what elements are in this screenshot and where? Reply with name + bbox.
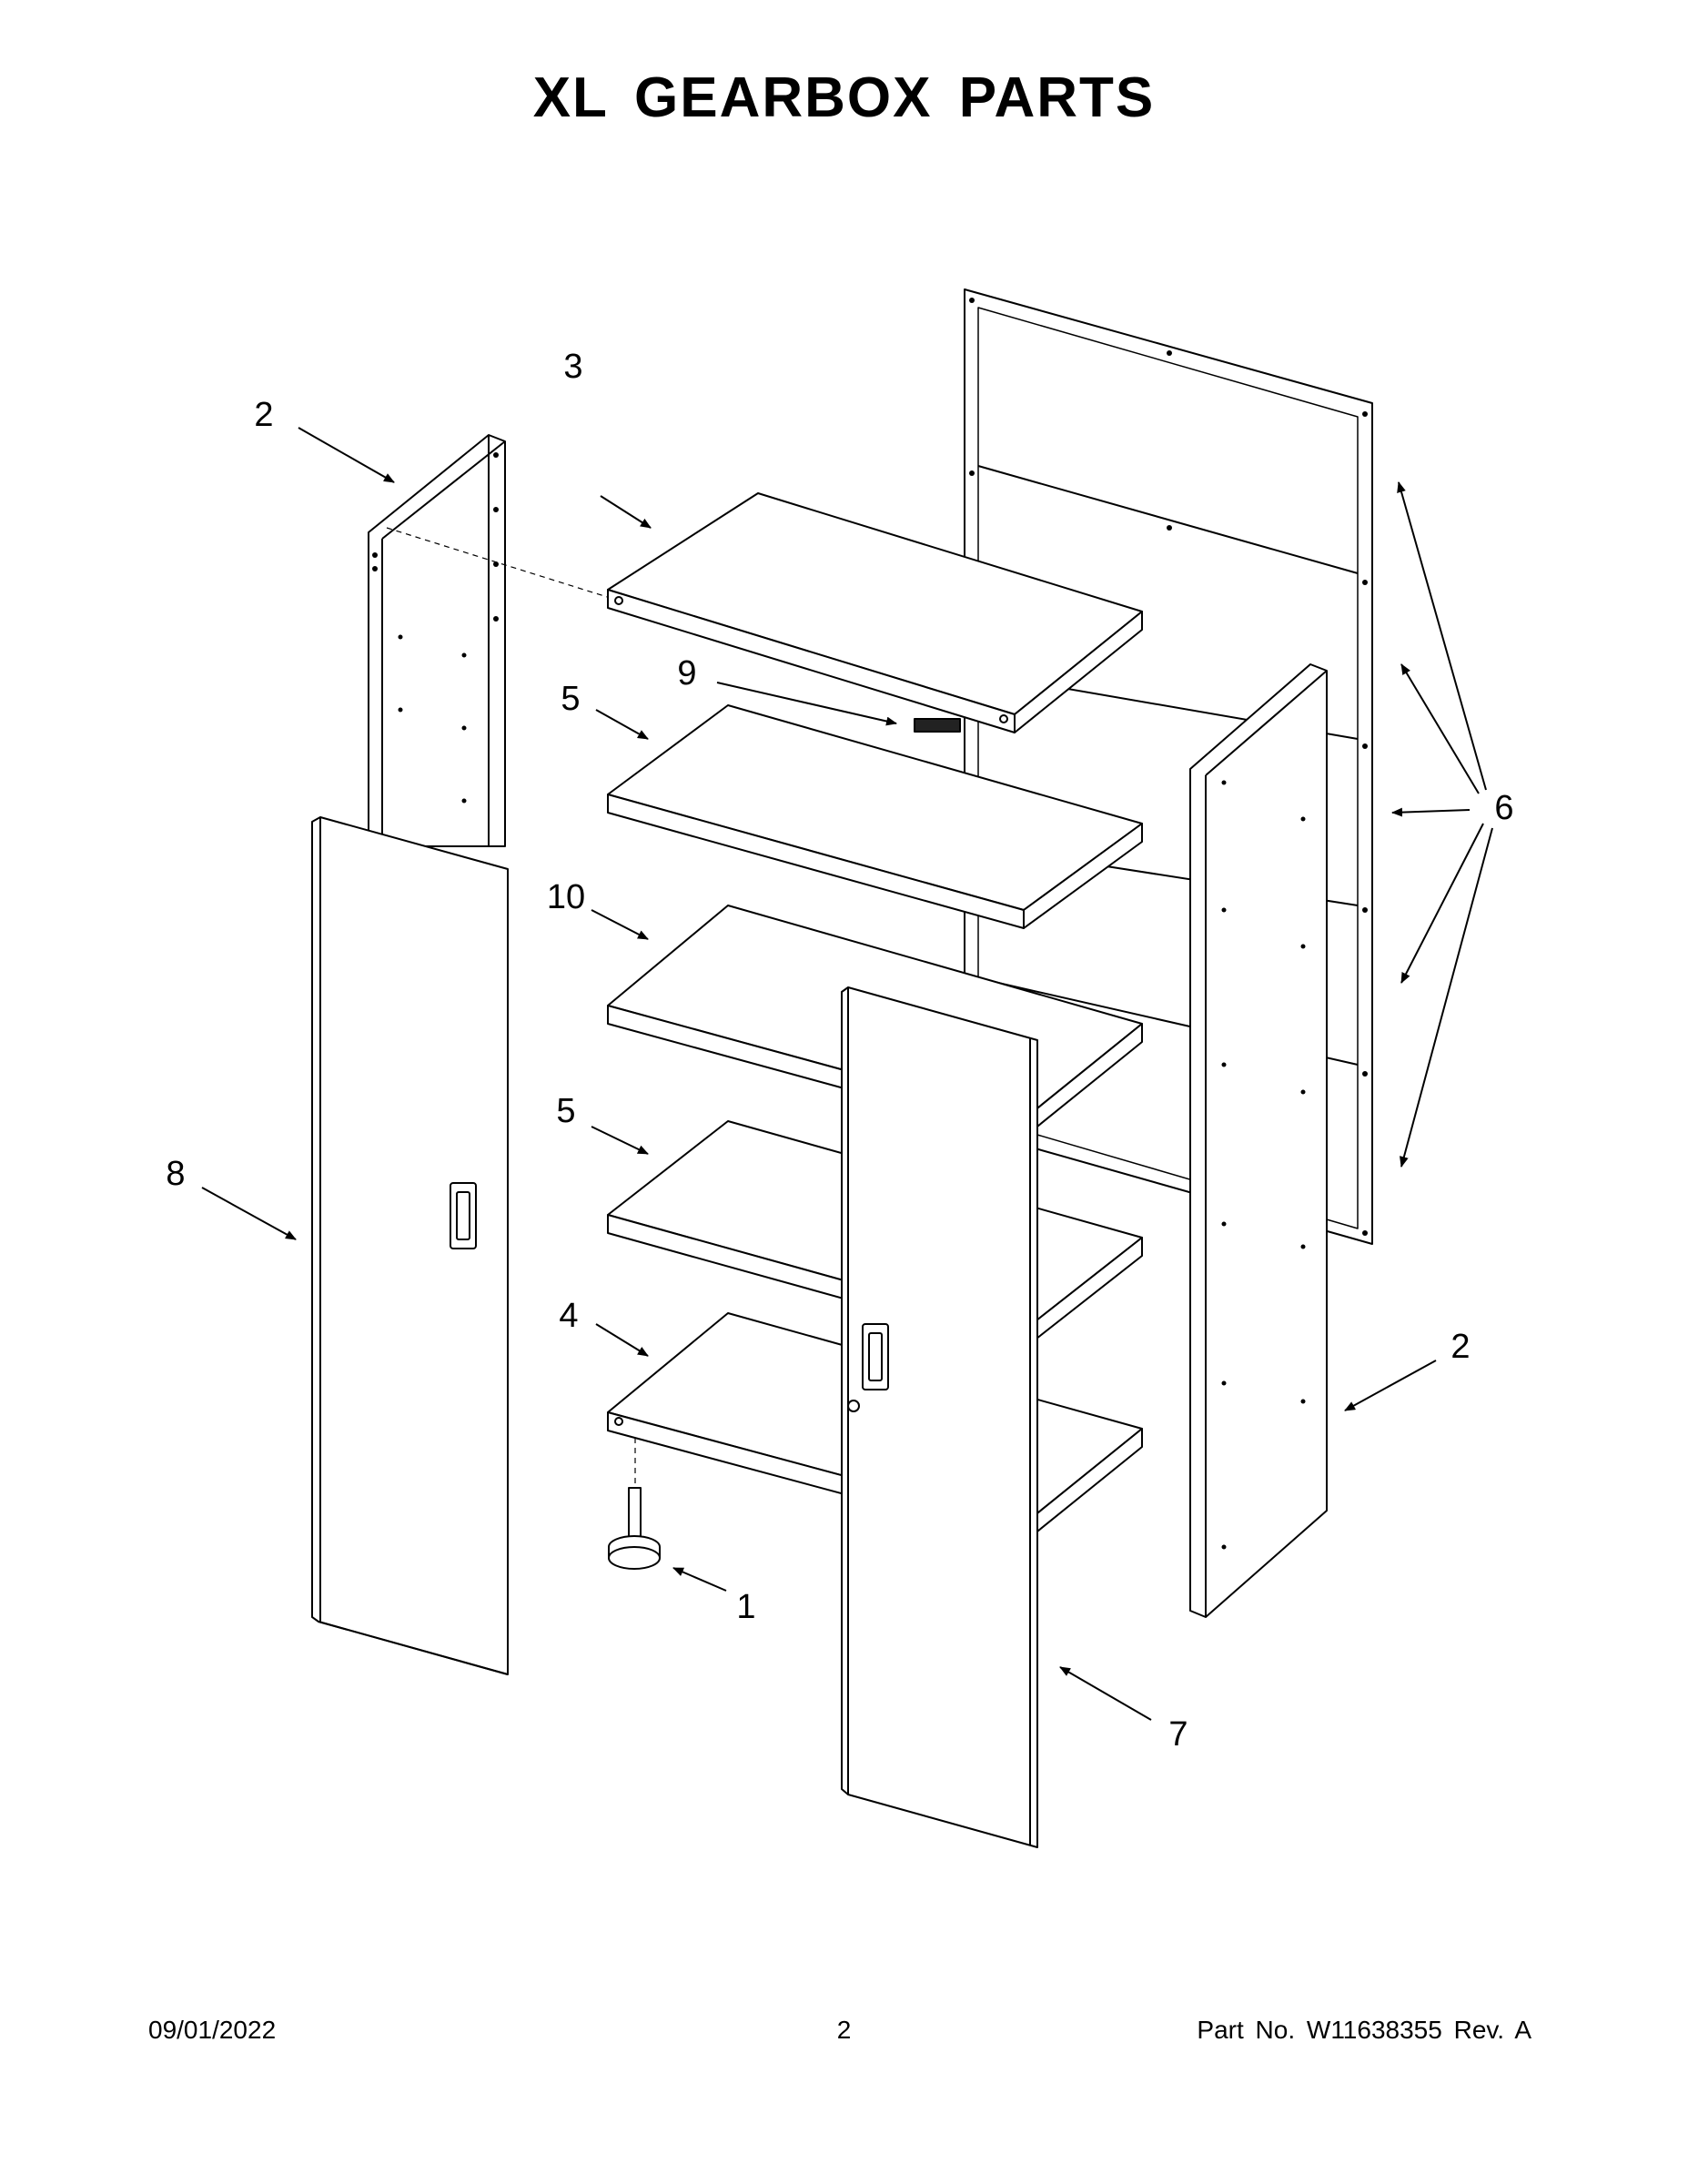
callout-arrows xyxy=(201,427,1493,1721)
top-shelf xyxy=(607,492,1143,733)
leveling-foot xyxy=(608,1487,661,1570)
callout-7: 7 xyxy=(1168,1715,1188,1754)
footer-part-number: Part No. W11638355 Rev. A xyxy=(1197,2016,1531,2044)
callout-4: 4 xyxy=(559,1297,578,1335)
left-door xyxy=(311,816,509,1675)
callout-5-lower: 5 xyxy=(556,1092,575,1130)
callout-6: 6 xyxy=(1494,789,1513,827)
upper-shelf xyxy=(607,704,1143,929)
left-side-panel xyxy=(368,434,620,847)
callout-1: 1 xyxy=(736,1588,755,1626)
callout-2-left: 2 xyxy=(254,396,273,434)
footer-page-number: 2 xyxy=(836,2016,852,2044)
callout-2-right: 2 xyxy=(1450,1328,1470,1366)
callout-5-upper: 5 xyxy=(561,680,580,718)
right-door xyxy=(841,986,1038,1848)
rating-label xyxy=(914,718,961,733)
callout-9: 9 xyxy=(677,654,696,693)
callout-3: 3 xyxy=(563,348,582,386)
page-title: XL GEARBOX PARTS xyxy=(532,66,1156,129)
right-side-panel xyxy=(1189,663,1328,1618)
footer-date: 09/01/2022 xyxy=(148,2016,277,2044)
callout-8: 8 xyxy=(166,1155,185,1193)
callout-10: 10 xyxy=(547,878,585,916)
callout-labels: 2 3 9 5 10 5 4 8 6 2 1 7 xyxy=(166,348,1513,1754)
